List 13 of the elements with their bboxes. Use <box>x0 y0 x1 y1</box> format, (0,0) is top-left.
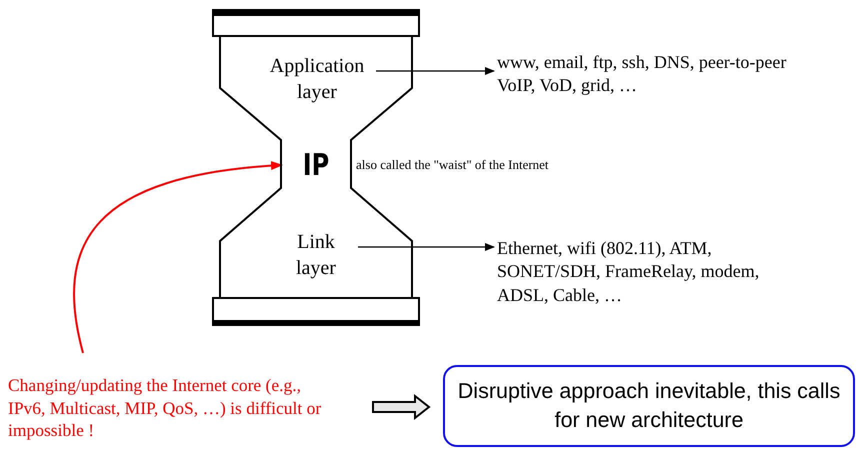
node-text: www, email, ftp, ssh, DNS, peer-to-peer VoIP, VoD, grid, … <box>497 50 788 97</box>
node-text: Link layer <box>295 230 337 281</box>
block-arrow <box>372 394 431 420</box>
callout-box <box>443 365 855 447</box>
note-text: also called the "waist" of the Internet <box>356 157 549 173</box>
box-text: Disruptive approach inevitable, this calls for new architecture <box>457 378 841 434</box>
node-text: Application layer <box>268 54 366 105</box>
node-text: Changing/updating the Internet core (e.g., IPv6, Multicast, MIP, QoS, …) is difficult or impossible ! <box>8 374 322 442</box>
arrow <box>73 161 283 354</box>
arrow <box>358 243 495 251</box>
arrow <box>376 67 495 75</box>
protocol-label: IP <box>302 146 330 184</box>
node-text: Ethernet, wifi (802.11), ATM, SONET/SDH, FrameRelay, modem, ADSL, Cable, … <box>497 236 760 307</box>
